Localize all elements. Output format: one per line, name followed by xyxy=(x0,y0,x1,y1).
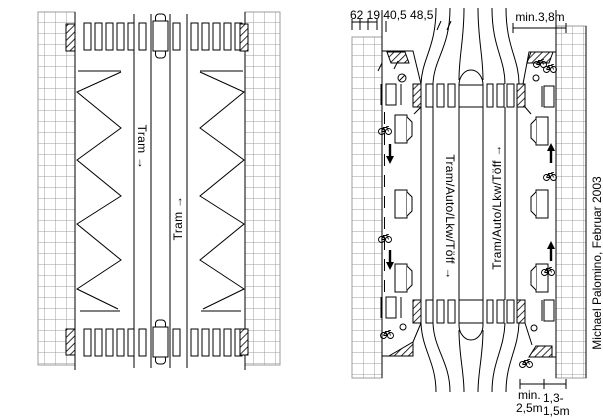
curb-ramp-hatch-icon xyxy=(239,23,249,52)
car-icon xyxy=(530,189,549,219)
sidewalk-grid-right xyxy=(555,25,587,379)
dimension-line-top-right xyxy=(512,23,567,33)
curb-ramp-hatch-icon xyxy=(386,51,410,64)
sign-circle-icon xyxy=(377,60,540,332)
no-stopping-zigzag xyxy=(75,70,122,312)
car-icon xyxy=(394,114,413,144)
car-icon xyxy=(394,263,413,293)
car-icon xyxy=(394,189,413,219)
traffic-lane-lines xyxy=(420,107,518,300)
dimension-bottom-right-1: 1,3- xyxy=(543,391,564,405)
dimension-line-bottom xyxy=(519,379,567,389)
dimension-bottom-right-2: 1,5m xyxy=(543,404,570,418)
refuge-hatch-icon xyxy=(516,299,526,324)
lane-label-tram-down: Tram → xyxy=(135,125,149,170)
curb-ramp-hatch-icon xyxy=(387,341,414,357)
sidewalk-grid-right xyxy=(244,11,281,366)
car-icon xyxy=(530,263,549,293)
lane-label-mixed-down: Tram/Auto/Lkw/Töff → xyxy=(443,154,457,279)
curb-ramp-hatch-icon xyxy=(528,345,553,358)
bulb-out-top-left xyxy=(382,50,422,115)
right-diagram: Tram/Auto/Lkw/Töff → Tram/Auto/Lkw/Töff … xyxy=(350,7,603,418)
sidewalk-grid-left xyxy=(37,11,76,366)
curb-ramp-hatch-icon xyxy=(65,328,76,356)
dimension-bottom-left-1: min. xyxy=(518,388,541,402)
sidewalk-grid-left xyxy=(351,36,383,379)
left-diagram: Tram → Tram → xyxy=(37,11,281,370)
curb-ramp-hatch-icon xyxy=(239,328,249,356)
bicycle-icon xyxy=(543,63,557,73)
direction-arrow-icon xyxy=(386,143,555,270)
dimension-top-left: 62 19 40,5 48,5 xyxy=(350,8,434,22)
refuge-hatch-icon xyxy=(412,83,422,108)
tram-icon xyxy=(152,13,169,59)
refuge-hatch-icon xyxy=(516,83,526,108)
tram-lane-lines xyxy=(133,14,188,368)
attribution-text: Michael Palomino, Februar 2003 xyxy=(590,176,603,350)
lane-label-mixed-up: Tram/Auto/Lkw/Töff → xyxy=(490,144,504,269)
curb-ramp-hatch-icon xyxy=(65,23,76,52)
lane-curves-bottom xyxy=(420,322,520,393)
car-icon xyxy=(530,116,549,146)
dimension-top-right: min.3,8m xyxy=(515,10,564,24)
tram-icon xyxy=(152,319,169,365)
no-stopping-zigzag xyxy=(199,70,246,312)
lane-curves-top xyxy=(420,7,520,85)
refuge-hatch-icon xyxy=(412,299,422,324)
dimension-ticks-top-left xyxy=(351,19,387,32)
crosswalk-stripes xyxy=(83,328,243,357)
parking-stalls xyxy=(380,83,555,322)
bicycle-icon xyxy=(543,171,557,181)
curb-ramp-hatch-icon xyxy=(526,51,554,64)
crosswalk-stripes xyxy=(425,83,515,324)
bicycle-icon xyxy=(519,358,533,368)
island-crossing-edges xyxy=(459,84,483,324)
dimension-ticks-lane xyxy=(436,20,452,31)
lane-label-tram-up: Tram → xyxy=(171,196,185,241)
crosswalk-stripes xyxy=(83,22,243,51)
dimension-bottom-left-2: 2,5m xyxy=(516,401,543,415)
